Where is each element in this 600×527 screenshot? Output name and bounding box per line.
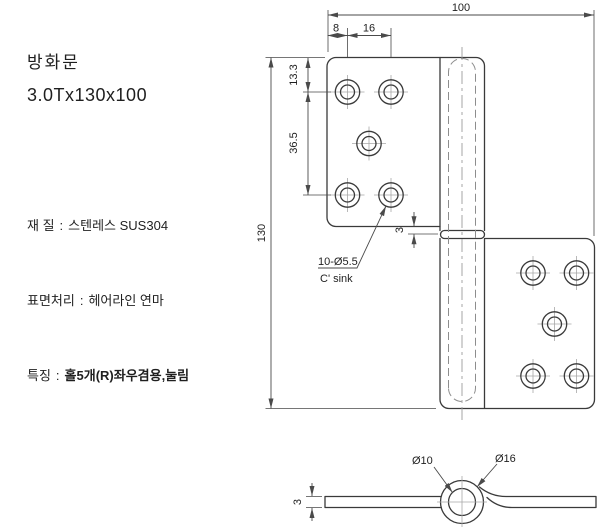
dim-offset-y-text: 13.3 (288, 64, 300, 85)
dim-thickness-text: 3 (292, 499, 304, 505)
dim-pitch-x-text: 16 (363, 23, 375, 35)
spec-feature-label: 특징 (27, 368, 51, 383)
lower-leaf-outline (439, 237, 596, 410)
hole-callout-text-1: 10-Ø5.5 (318, 256, 358, 268)
dim-gap-text: 3 (394, 227, 406, 233)
dim-offset-x-text: 8 (333, 23, 339, 35)
product-title: 방화문 (27, 53, 80, 72)
dim-hole-columns: 8 16 (327, 23, 392, 57)
hidden-barrel-line (448, 58, 476, 402)
hole (559, 256, 594, 290)
barrel-diameter-text: Ø16 (495, 453, 516, 465)
side-view: 3 Ø10 Ø16 (292, 453, 597, 527)
pin-diameter-callout: Ø10 (412, 455, 453, 493)
product-size: 3.0Tx130x100 (27, 85, 148, 105)
barrel-diameter-callout: Ø16 (476, 453, 516, 488)
hole (330, 178, 365, 212)
dim-pitch-y-text: 36.5 (288, 132, 300, 153)
dim-hole-rows: 13.3 36.5 (288, 58, 331, 196)
spec-block: 재 질:스텐레스 SUS304 표면처리:헤어라인 연마 특징:홀5개(R)좌우… (27, 163, 189, 438)
title-block: 방화문 3.0Tx130x100 (27, 48, 147, 106)
hole (516, 256, 550, 290)
spec-material-value: 스텐레스 SUS304 (68, 218, 169, 233)
barrel-crosshair (437, 476, 487, 527)
side-left-plate (324, 495, 442, 509)
hole-callout-text-2: C' sink (320, 273, 353, 285)
hole (537, 307, 572, 341)
hole-callout: 10-Ø5.5 C' sink (318, 205, 387, 285)
side-right-plate (478, 486, 597, 509)
hole (330, 75, 365, 109)
hole (352, 126, 386, 161)
spec-feature-value: 홀5개(R)좌우겸용,눌림 (64, 368, 190, 383)
dim-width-100: 100 (327, 2, 595, 236)
spec-material-label: 재 질 (27, 218, 55, 233)
spec-surface: 표면처리:헤어라인 연마 (27, 293, 164, 308)
dim-width-text: 100 (452, 2, 470, 14)
spec-material: 재 질:스텐레스 SUS304 (27, 218, 169, 233)
hole (374, 178, 408, 212)
knuckle-joint-band (439, 229, 486, 240)
hole (559, 359, 594, 393)
dim-height-text: 130 (256, 224, 268, 242)
upper-knuckle-outline (439, 56, 486, 232)
front-view: 100 8 16 13.3 36.5 130 (256, 2, 596, 423)
spec-surface-label: 표면처리 (27, 293, 75, 308)
spec-surface-value: 헤어라인 연마 (88, 293, 164, 308)
dim-thickness: 3 (292, 483, 322, 521)
lower-leaf-holes (516, 256, 594, 393)
hole (374, 75, 408, 109)
dim-height-130: 130 (256, 57, 436, 409)
spec-feature: 특징:홀5개(R)좌우겸용,눌림 (27, 368, 190, 383)
dim-knuckle-gap: 3 (394, 212, 438, 248)
upper-leaf-outline (326, 56, 441, 228)
hole (516, 359, 550, 393)
upper-leaf-holes (330, 75, 408, 212)
pin-diameter-text: Ø10 (412, 455, 433, 467)
